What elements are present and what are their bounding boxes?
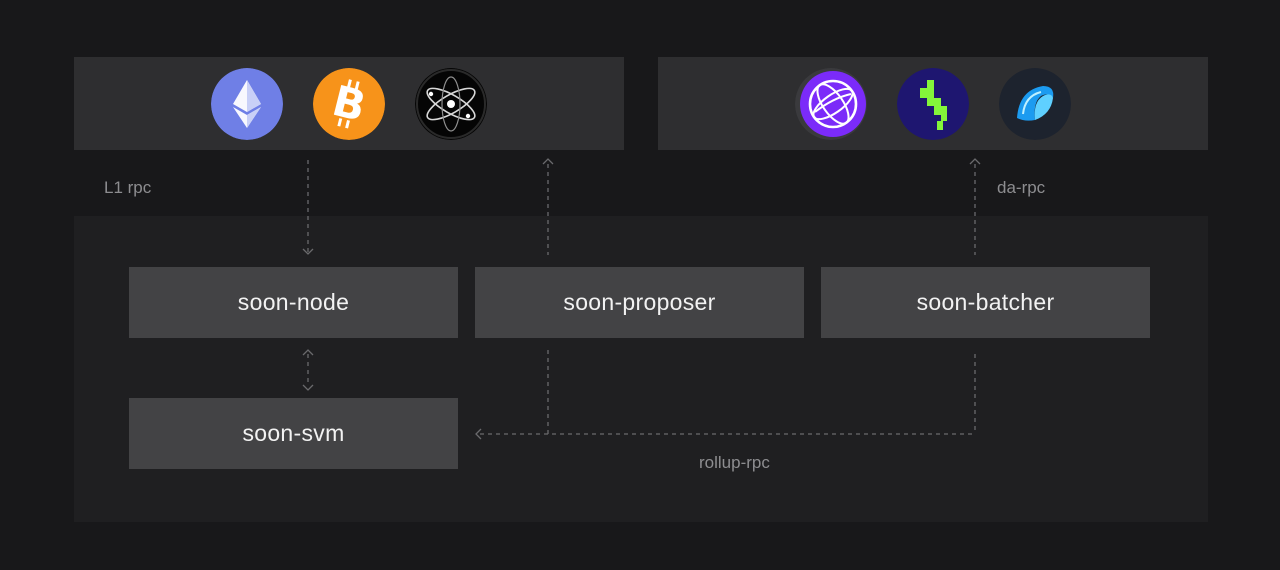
l1-rpc-label: L1 rpc (104, 178, 152, 197)
soon-node-box: soon-node (129, 267, 458, 338)
pixel-logo-icon (897, 68, 969, 140)
soon-proposer-box: soon-proposer (475, 267, 804, 338)
blue-swirl-logo-icon (999, 68, 1071, 140)
cosmos-logo-icon (415, 68, 487, 140)
l1-chains-panel: B (74, 57, 624, 150)
celestia-logo-icon (795, 68, 867, 140)
da-layers-panel (658, 57, 1208, 150)
soon-svm-box: soon-svm (129, 398, 458, 469)
da-rpc-label: da-rpc (997, 178, 1046, 197)
ethereum-logo-icon (211, 68, 283, 140)
soon-batcher-box: soon-batcher (821, 267, 1150, 338)
bitcoin-logo-icon: B (313, 68, 385, 140)
rollup-rpc-label: rollup-rpc (699, 453, 770, 472)
